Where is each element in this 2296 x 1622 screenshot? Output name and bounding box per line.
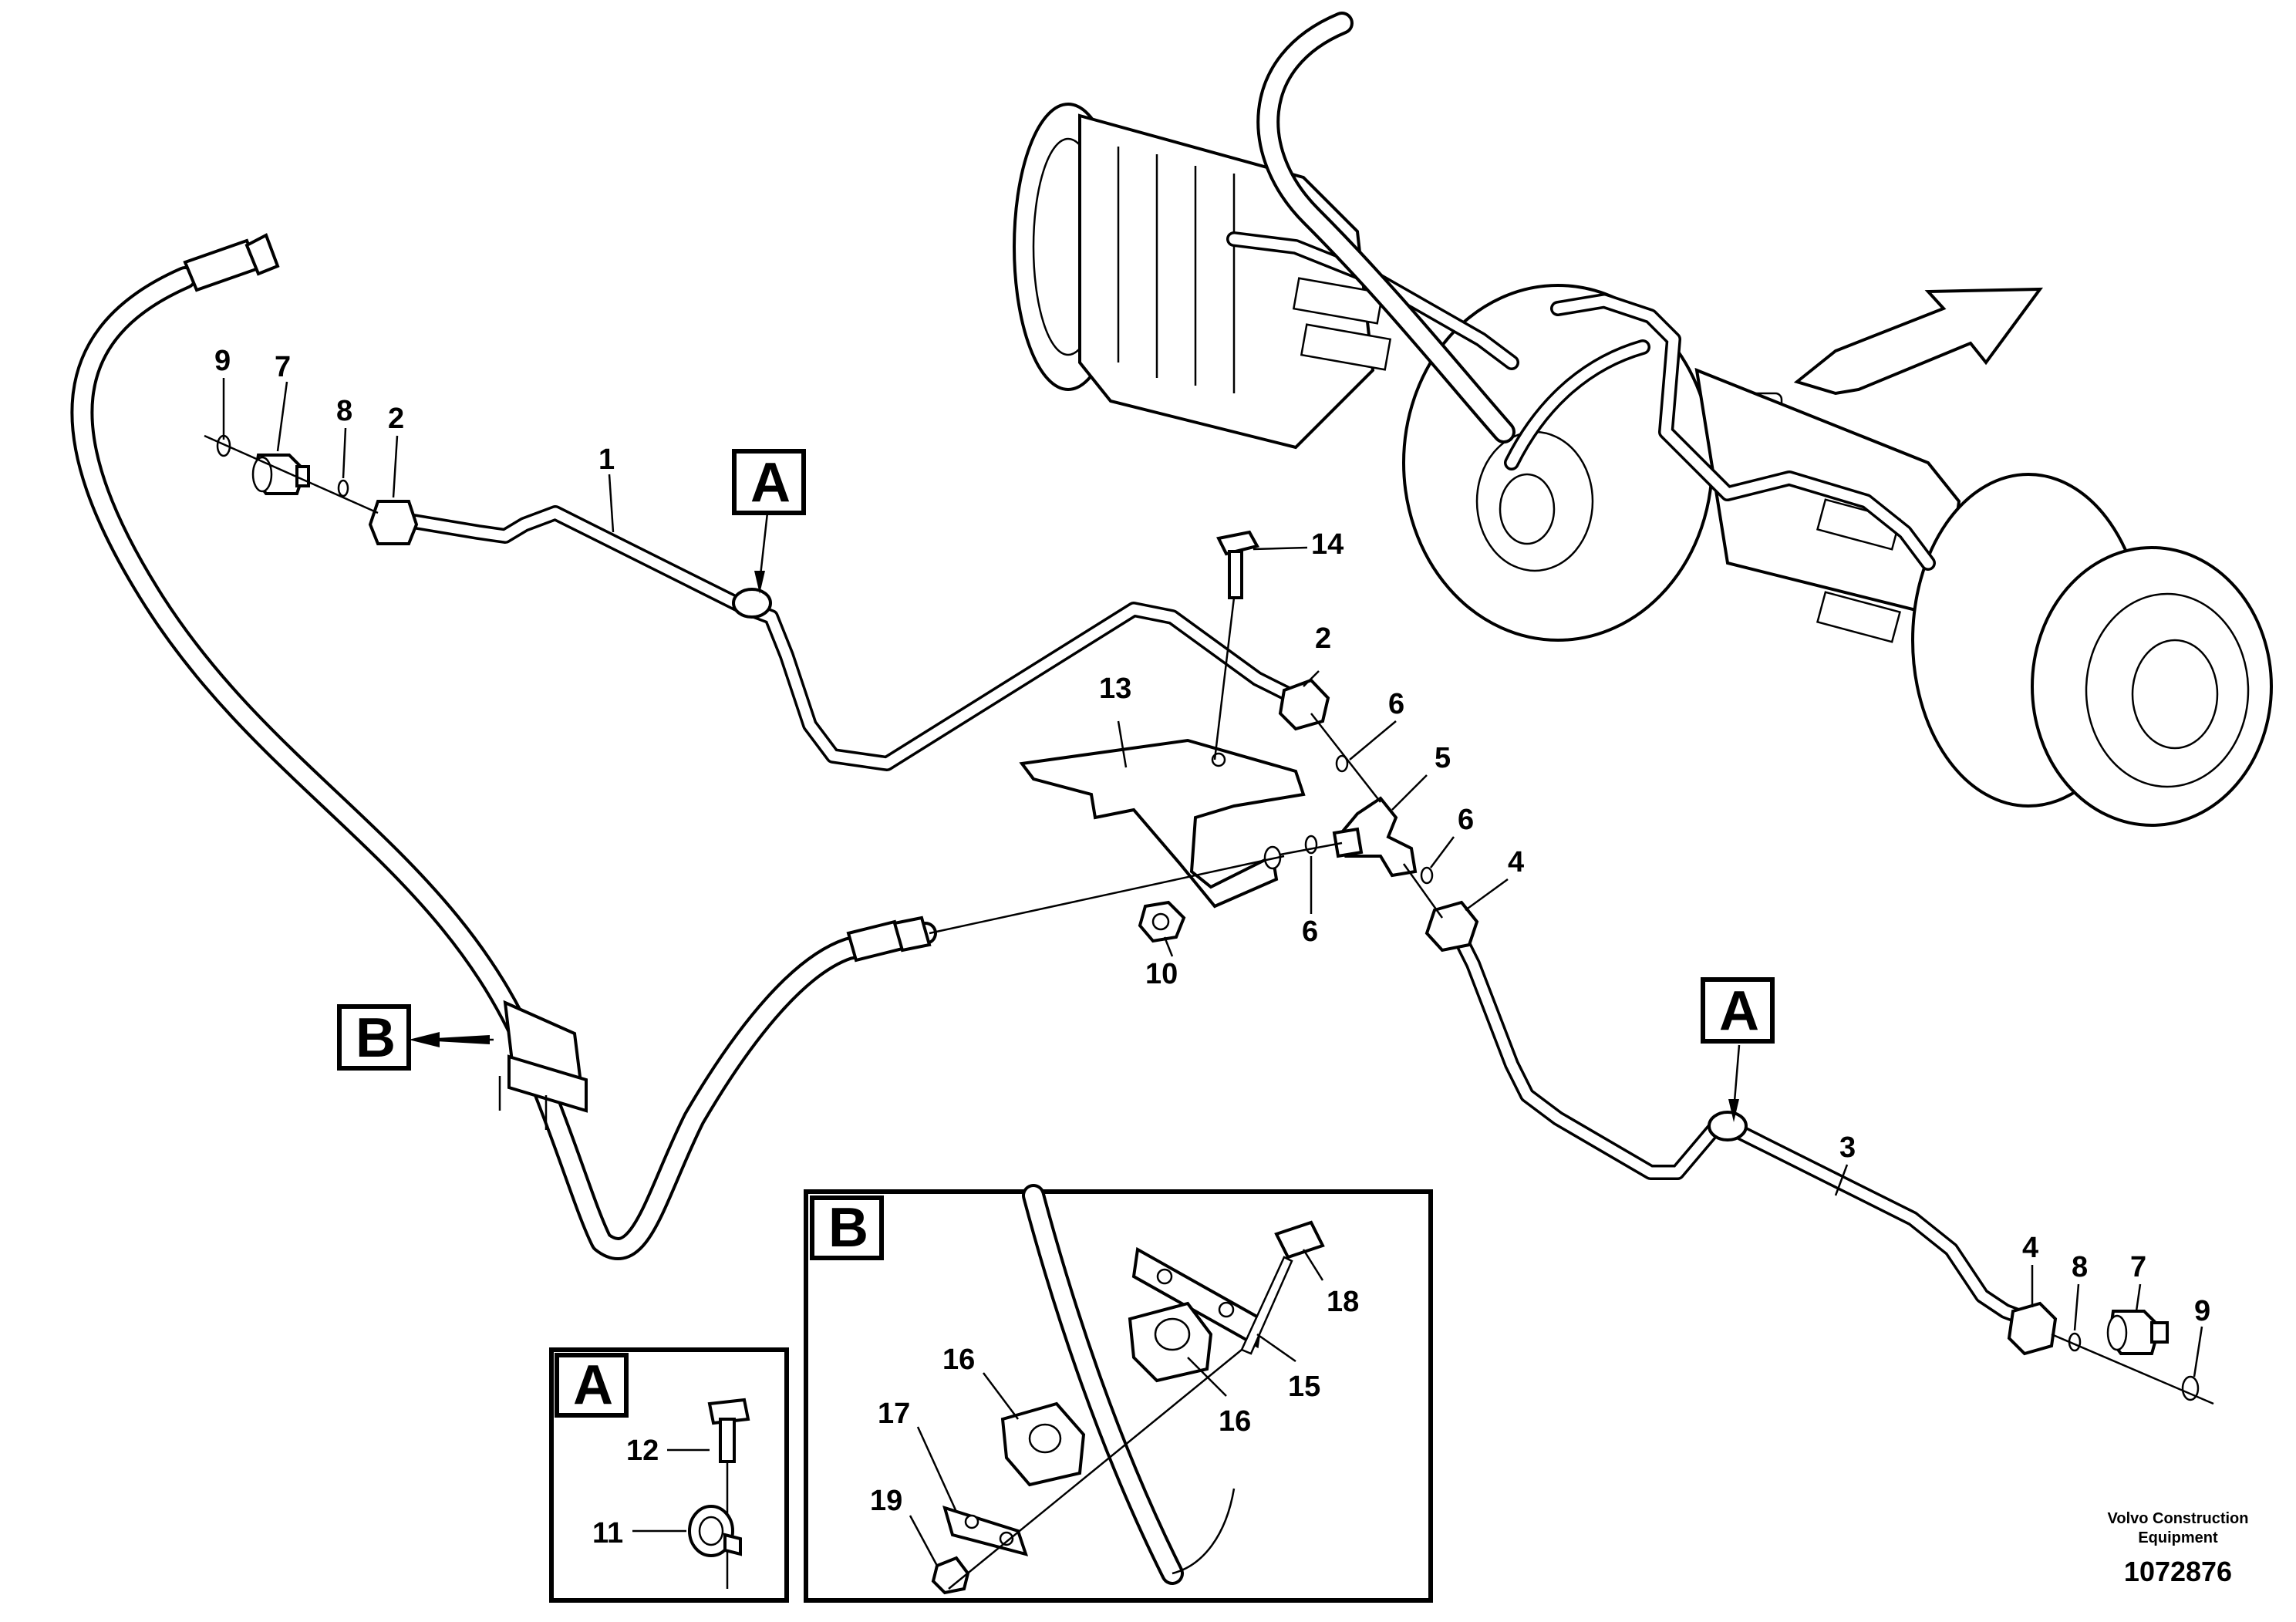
pipe-clip-a-top	[732, 588, 772, 619]
detail-arrows	[409, 512, 1741, 1122]
adapter-7-lower	[2106, 1310, 2169, 1355]
callout-5: 5	[1435, 742, 1451, 774]
adapter-7-upper	[251, 454, 310, 495]
callout-15: 15	[1288, 1371, 1320, 1403]
callout-10: 10	[1145, 958, 1178, 990]
assembly-lines	[204, 434, 2214, 1405]
bracket-13	[1019, 738, 1306, 909]
detail-a-callout-box-top	[732, 449, 806, 515]
callout-18: 18	[1327, 1286, 1359, 1318]
callout-11: 11	[592, 1517, 623, 1549]
detail-a-panel	[549, 1347, 789, 1603]
callout-8-lower: 8	[2072, 1251, 2088, 1283]
callout-leaders	[222, 378, 2203, 1378]
callout-6-left: 6	[1302, 916, 1318, 948]
brake-pipe-1	[401, 505, 1311, 771]
brake-hose	[70, 233, 937, 1260]
callout-9-upper: 9	[214, 345, 231, 377]
callout-13: 13	[1099, 673, 1131, 705]
callout-9-lower: 9	[2194, 1295, 2210, 1327]
detail-a-title: A	[573, 1354, 613, 1416]
callout-1: 1	[598, 443, 615, 476]
brake-pipe-3	[1446, 918, 2044, 1330]
detail-b-panel	[804, 1184, 1433, 1603]
o-ring-6-upper	[1335, 754, 1349, 773]
o-ring-8-upper	[337, 479, 349, 497]
detail-a-callout-box-right	[1701, 977, 1775, 1044]
callout-7-upper: 7	[275, 351, 291, 383]
nut-10	[1138, 900, 1186, 943]
nut-4-lower	[2007, 1301, 2058, 1356]
detail-b-title: B	[828, 1197, 868, 1259]
callout-16-left: 16	[942, 1344, 975, 1376]
axle-assembly-illustration	[1013, 12, 2273, 827]
o-ring-9-lower	[2181, 1375, 2200, 1401]
callout-6-right: 6	[1458, 804, 1474, 836]
credit-line-1: Volvo Construction	[2108, 1510, 2249, 1527]
callout-2-mid: 2	[1315, 622, 1331, 655]
callout-3: 3	[1839, 1131, 1856, 1164]
nut-4-mid	[1424, 900, 1479, 953]
nut-2-upper	[368, 500, 419, 545]
tee-fitting-5	[1332, 796, 1418, 878]
hose-clamp-b	[498, 1000, 588, 1130]
o-ring-6-right	[1420, 866, 1434, 885]
detail-a-marker-right: A	[1719, 980, 1759, 1042]
pipe-clip-a-right	[1708, 1111, 1748, 1141]
detail-marker-labels: A A B B A	[356, 452, 1759, 1416]
callout-6-upper: 6	[1388, 688, 1404, 720]
callout-labels: 9 7 8 2 1 14 2 13 6 5 6 4 6 10 3 4 8 7 9…	[214, 345, 2210, 1549]
publisher-credit: Volvo Construction Equipment 1072876	[2108, 1510, 2249, 1587]
detail-a-marker-top: A	[750, 452, 791, 514]
o-ring-6-left	[1304, 835, 1318, 855]
callout-7-lower: 7	[2130, 1251, 2146, 1283]
detail-b-marker-left: B	[356, 1007, 396, 1069]
callout-8-upper: 8	[336, 395, 352, 427]
callout-19: 19	[870, 1485, 902, 1517]
credit-line-2: Equipment	[2138, 1529, 2218, 1546]
callout-16-right: 16	[1219, 1405, 1251, 1438]
callout-12: 12	[626, 1435, 659, 1467]
callout-14: 14	[1311, 528, 1344, 561]
callout-17: 17	[878, 1398, 910, 1430]
detail-b-callout-box-left	[337, 1004, 411, 1071]
callout-4-lower: 4	[2022, 1232, 2038, 1264]
document-number: 1072876	[2124, 1556, 2232, 1587]
travel-direction-arrow	[1793, 287, 2044, 396]
bolt-14	[1216, 530, 1260, 599]
nut-2-mid	[1278, 678, 1330, 731]
callout-4-mid: 4	[1508, 846, 1524, 878]
callout-2-upper: 2	[388, 403, 404, 435]
